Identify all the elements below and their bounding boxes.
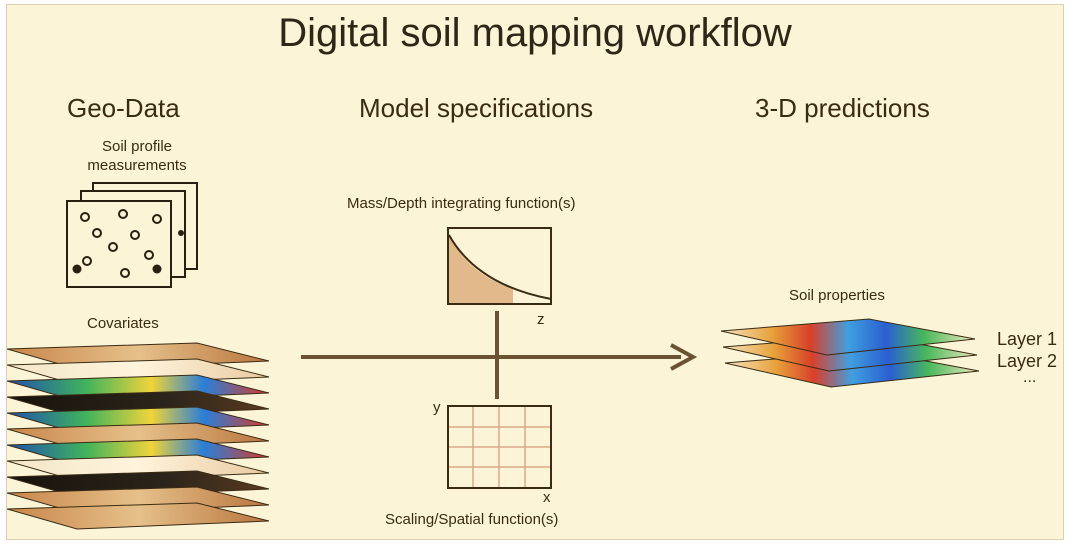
axis-x-label: x: [543, 489, 551, 506]
measurement-points: [80, 209, 162, 278]
covariate-layer: [7, 502, 270, 530]
mass-depth-function-label: Mass/Depth integrating function(s): [347, 195, 576, 212]
measurement-point: [92, 228, 102, 238]
axis-z-label: z: [537, 311, 545, 328]
measurement-points-filled: [72, 230, 184, 274]
measurement-point: [152, 214, 162, 224]
diagram-canvas: Digital soil mapping workflow Geo-Data M…: [6, 4, 1064, 540]
covariates-layer-stack: [7, 342, 270, 530]
measurement-point: [130, 230, 140, 240]
measurement-point: [108, 242, 118, 252]
predictions-3d-heading: 3-D predictions: [755, 93, 930, 123]
grid-frame: [447, 405, 552, 489]
measurement-point: [82, 256, 92, 266]
axis-y-label: y: [433, 399, 441, 416]
measurement-point: [152, 264, 162, 274]
measurement-point: [80, 212, 90, 222]
soil-profile-sheets: [66, 182, 198, 288]
workflow-arrow: [301, 343, 698, 371]
soil-profile-label: Soil profile measurements: [77, 137, 197, 175]
diagram-title: Digital soil mapping workflow: [278, 11, 792, 55]
measurement-point: [120, 268, 130, 278]
grid-lines: [449, 407, 551, 487]
spatial-grid-plot: [447, 405, 552, 489]
model-specifications-heading: Model specifications: [359, 93, 594, 123]
soil-profile-label-line2: measurements: [87, 157, 187, 174]
arrow-head: [670, 343, 698, 371]
layer-1-label: Layer 1: [997, 329, 1058, 349]
soil-properties-label: Soil properties: [789, 287, 885, 304]
mass-depth-plot: [447, 227, 552, 305]
scaling-spatial-function-label: Scaling/Spatial function(s): [385, 511, 559, 528]
depth-curve: [448, 234, 552, 300]
covariates-label: Covariates: [87, 315, 159, 332]
plot-frame: [447, 227, 552, 305]
soil-property-layers: [720, 318, 980, 388]
measurement-point: [72, 264, 82, 274]
model-connector-line: [495, 311, 499, 399]
measurement-point: [144, 250, 154, 260]
soil-profile-label-line1: Soil profile: [101, 138, 173, 155]
more-layers-label: ...: [1023, 369, 1037, 386]
geo-data-heading: Geo-Data: [67, 93, 180, 123]
measurement-point: [178, 230, 184, 236]
integrated-area: [449, 235, 513, 305]
soil-layer-1: [720, 318, 976, 356]
layer-2-label: Layer 2: [997, 351, 1058, 371]
measurement-point: [118, 209, 128, 219]
